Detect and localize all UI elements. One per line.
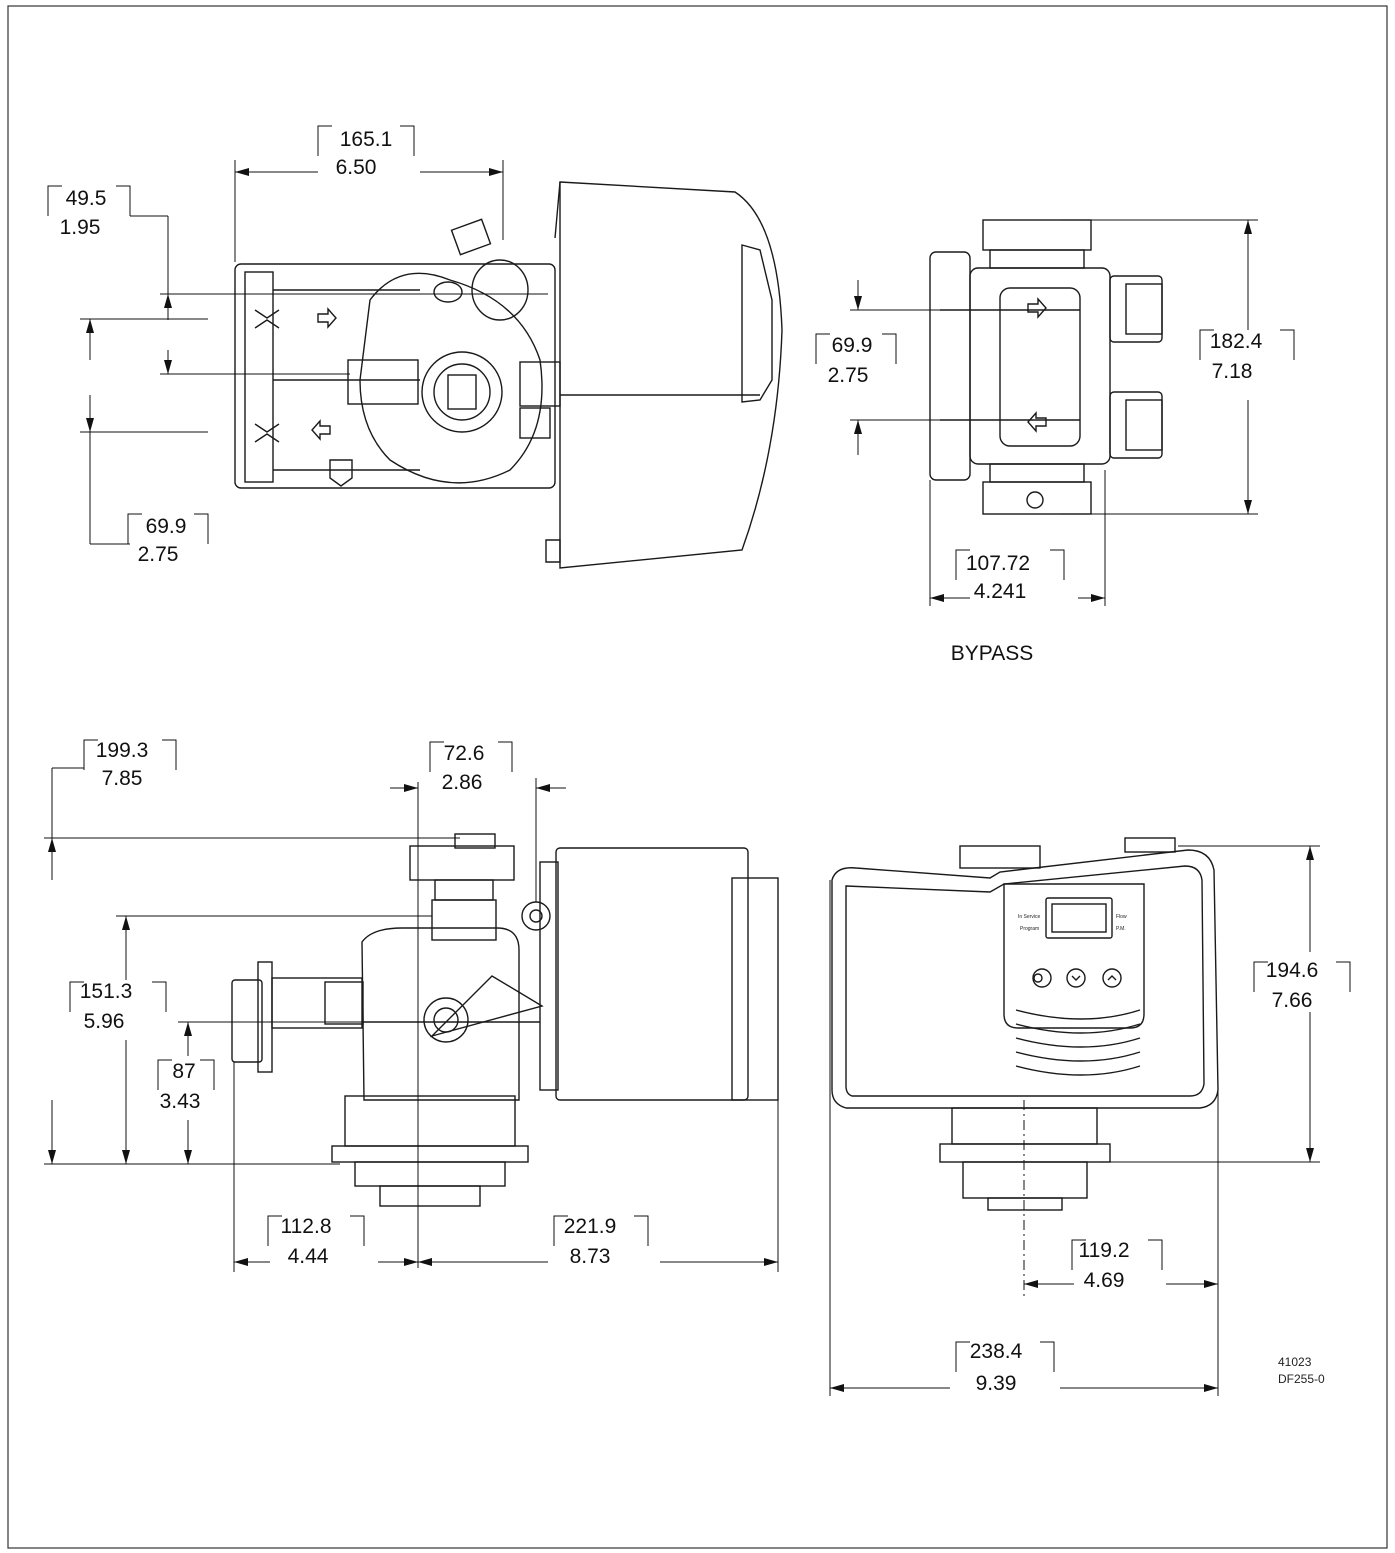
bypass-dimensions	[815, 219, 1295, 606]
dim-side-low-height-mm: 87	[172, 1060, 195, 1083]
dim-side-total-height-mm: 199.3	[96, 739, 149, 762]
dim-top-offset-mm: 49.5	[66, 187, 107, 210]
dim-top-port-spacing-in: 2.75	[138, 543, 179, 566]
dimension-labels: 165.1 6.50 49.5 1.95 69.9 2.75 69.9 2.75…	[60, 128, 1319, 1395]
dim-side-right-width-mm: 221.9	[564, 1215, 617, 1238]
dim-top-port-spacing-mm: 69.9	[146, 515, 187, 538]
side-view-dimensions	[44, 739, 779, 1272]
side-view	[231, 833, 779, 1207]
dim-top-width-in: 6.50	[336, 156, 377, 179]
dim-front-height-in: 7.66	[1272, 989, 1313, 1012]
dim-front-height-mm: 194.6	[1266, 959, 1319, 982]
dim-side-mid-height-in: 5.96	[84, 1010, 125, 1033]
front-view	[831, 837, 1219, 1211]
dim-bypass-width-in: 4.241	[974, 580, 1027, 603]
drawing-number: 41023	[1278, 1355, 1312, 1369]
dim-bypass-spacing-in: 2.75	[828, 364, 869, 387]
bypass-view-label: BYPASS	[951, 642, 1033, 665]
dim-front-half-width-in: 4.69	[1084, 1269, 1125, 1292]
top-view	[234, 181, 783, 569]
dim-bypass-width-mm: 107.72	[966, 552, 1030, 575]
panel-in-service: In Service	[1018, 914, 1040, 920]
dim-side-total-height-in: 7.85	[102, 767, 143, 790]
dim-front-total-width-in: 9.39	[976, 1372, 1017, 1395]
dim-front-half-width-mm: 119.2	[1079, 1239, 1130, 1262]
front-view-dimensions	[829, 845, 1351, 1396]
drawing-code: DF255-0	[1278, 1372, 1325, 1386]
dim-side-top-width-in: 2.86	[442, 771, 483, 794]
dim-side-low-height-in: 3.43	[160, 1090, 201, 1113]
dim-front-total-width-mm: 238.4	[970, 1340, 1023, 1363]
top-view-dimensions	[47, 125, 548, 545]
dim-bypass-spacing-mm: 69.9	[832, 334, 873, 357]
bypass-view	[929, 219, 1163, 515]
sheet-border	[7, 5, 1388, 1549]
dim-side-right-width-in: 8.73	[570, 1245, 611, 1268]
panel-flow: Flow	[1116, 914, 1127, 920]
dim-bypass-height-in: 7.18	[1212, 360, 1253, 383]
dim-side-mid-height-mm: 151.3	[80, 980, 133, 1003]
dim-top-offset-in: 1.95	[60, 216, 101, 239]
panel-pm: P.M.	[1116, 926, 1126, 932]
dim-side-top-width-mm: 72.6	[444, 742, 485, 765]
dim-bypass-height-mm: 182.4	[1210, 330, 1263, 353]
dim-side-left-width-mm: 112.8	[281, 1215, 332, 1238]
dim-top-width-mm: 165.1	[340, 128, 393, 151]
dim-side-left-width-in: 4.44	[288, 1245, 329, 1268]
panel-program: Program	[1020, 926, 1039, 932]
